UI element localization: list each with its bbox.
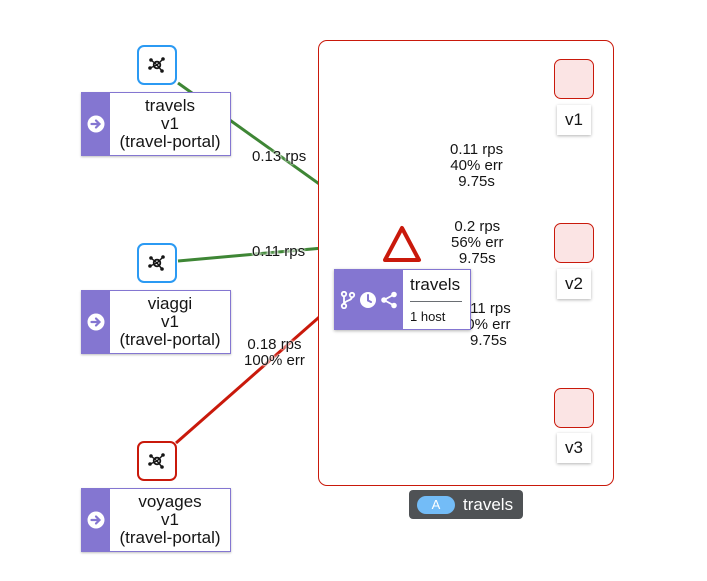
service-name: travels: [410, 275, 461, 294]
edge-rps: 0.13 rps: [252, 148, 307, 165]
edge-label-v1: 0.11 rps 40% err 9.75s: [450, 142, 503, 190]
entry-strip: [82, 291, 110, 353]
workload-node-travels[interactable]: [137, 45, 177, 85]
version-label-v1: v1: [557, 105, 591, 135]
edge-label-voyages: 0.18 rps 100% err: [244, 337, 305, 369]
app-name: travels: [463, 494, 514, 514]
workload-namespace: (travel-portal): [119, 528, 221, 547]
version-label-v3: v3: [557, 433, 591, 463]
workload-namespace: (travel-portal): [119, 330, 221, 349]
workload-hub-icon: [148, 57, 165, 73]
arrow-right-circle-icon: [87, 313, 105, 331]
workload-card-travels[interactable]: travels v1 (travel-portal): [81, 92, 231, 156]
workload-version: v1: [161, 312, 179, 331]
version-label-v2: v2: [557, 269, 591, 299]
app-box-label[interactable]: A travels: [409, 490, 523, 519]
share-icon: [380, 291, 397, 308]
edge-label-v3: .11 rps 0% err 9.75s: [466, 301, 511, 349]
service-icons: [335, 270, 403, 329]
version-node-v3[interactable]: [554, 388, 594, 428]
edge-error-rate: 40% err: [450, 157, 503, 174]
workload-hub-icon: [148, 453, 165, 469]
edge-label-travels: 0.13 rps: [252, 149, 306, 165]
edge-error-rate: 100% err: [244, 352, 305, 369]
workload-name: voyages: [138, 492, 202, 511]
app-badge: A: [417, 495, 455, 514]
edge-error-rate: 0% err: [466, 316, 511, 333]
edge-label-viaggi: 0.11 rps: [252, 244, 305, 260]
workload-node-voyages[interactable]: [137, 441, 177, 481]
workload-version: v1: [161, 510, 179, 529]
entry-strip: [82, 93, 110, 155]
workload-version: v1: [161, 114, 179, 133]
branch-icon: [341, 290, 356, 309]
workload-node-viaggi[interactable]: [137, 243, 177, 283]
edge-rps: .11 rps: [466, 300, 511, 317]
arrow-right-circle-icon: [87, 115, 105, 133]
workload-name: travels: [144, 96, 196, 115]
warning-triangle-icon[interactable]: [381, 224, 423, 264]
workload-namespace: (travel-portal): [119, 132, 221, 151]
clock-icon: [359, 291, 376, 308]
arrow-right-circle-icon: [87, 511, 105, 529]
edge-rps: 0.11 rps: [450, 141, 504, 158]
edge-label-v2: 0.2 rps 56% err 9.75s: [451, 219, 504, 267]
service-card-travels[interactable]: travels 1 host: [334, 269, 471, 330]
workload-name: viaggi: [147, 294, 193, 313]
workload-hub-icon: [148, 255, 165, 271]
workload-card-voyages[interactable]: voyages v1 (travel-portal): [81, 488, 231, 552]
edge-rps: 0.2 rps: [454, 218, 501, 235]
edge-rps: 0.11 rps: [252, 243, 306, 260]
workload-card-viaggi[interactable]: viaggi v1 (travel-portal): [81, 290, 231, 354]
service-hosts: 1 host: [410, 309, 446, 324]
version-node-v1[interactable]: [554, 59, 594, 99]
entry-strip: [82, 489, 110, 551]
service-divider: [410, 301, 462, 302]
edge-response-time: 9.75s: [458, 250, 496, 267]
edge-error-rate: 56% err: [451, 234, 504, 251]
version-node-v2[interactable]: [554, 223, 594, 263]
edge-rps: 0.18 rps: [247, 336, 302, 353]
edge-response-time: 9.75s: [470, 332, 507, 349]
edge-response-time: 9.75s: [458, 173, 495, 190]
